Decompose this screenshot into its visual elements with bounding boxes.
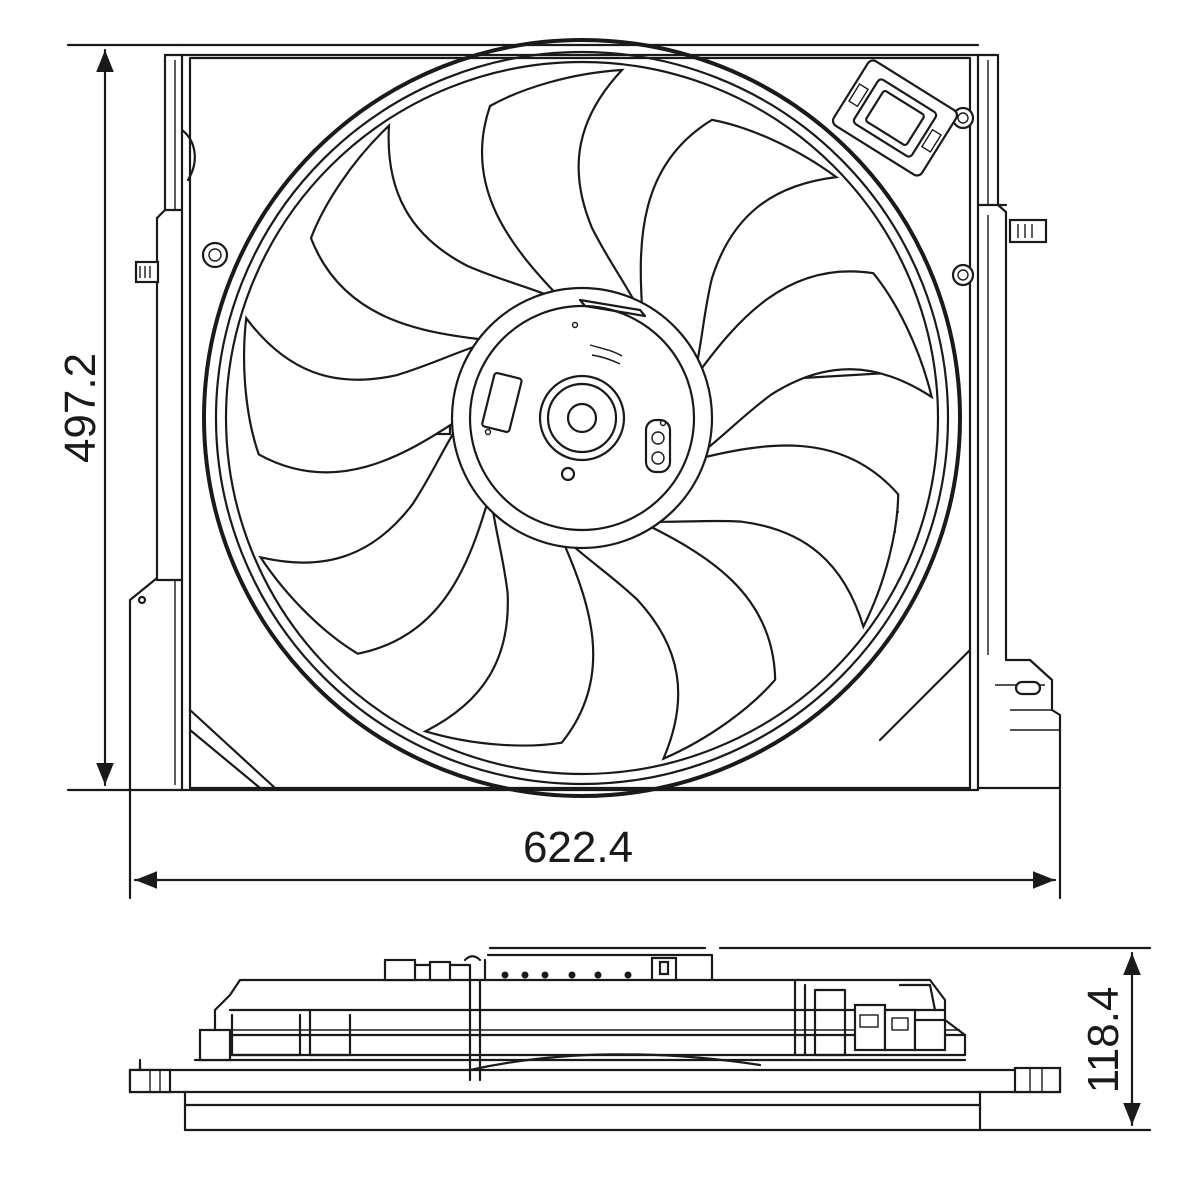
dimension-height: 497.2 [56, 43, 184, 792]
fan-blade [566, 520, 777, 761]
fan-blade [480, 68, 639, 308]
dimension-width-label: 622.4 [523, 823, 633, 872]
resistor-module [831, 59, 959, 177]
fan-blade [649, 444, 900, 630]
fan-blade [242, 315, 483, 474]
shroud-frame [128, 43, 1062, 792]
boss-right [951, 263, 975, 287]
dimension-height-label: 497.2 [56, 353, 105, 463]
motor-shaft-cap [538, 374, 626, 462]
fan-blade [422, 502, 595, 747]
left-clip [134, 260, 160, 284]
fan-blade [309, 123, 555, 342]
fan-blade [639, 118, 840, 370]
fan-blade [258, 424, 491, 655]
dimension-depth: 118.4 [718, 946, 1152, 1132]
boss-left [201, 241, 229, 269]
fan-blades [242, 68, 934, 761]
motor-hub [450, 286, 714, 550]
right-clip [1008, 218, 1048, 244]
side-view: 118.4 [128, 946, 1152, 1132]
fan-ring [202, 38, 962, 798]
dimension-width: 622.4 [128, 788, 1062, 900]
fan-blade [693, 270, 934, 455]
side-connector-pins [501, 971, 632, 979]
front-view: 497.2 622.4 [56, 38, 1062, 900]
dimension-depth-label: 118.4 [1079, 987, 1128, 1094]
hub-label-plate [481, 371, 523, 434]
